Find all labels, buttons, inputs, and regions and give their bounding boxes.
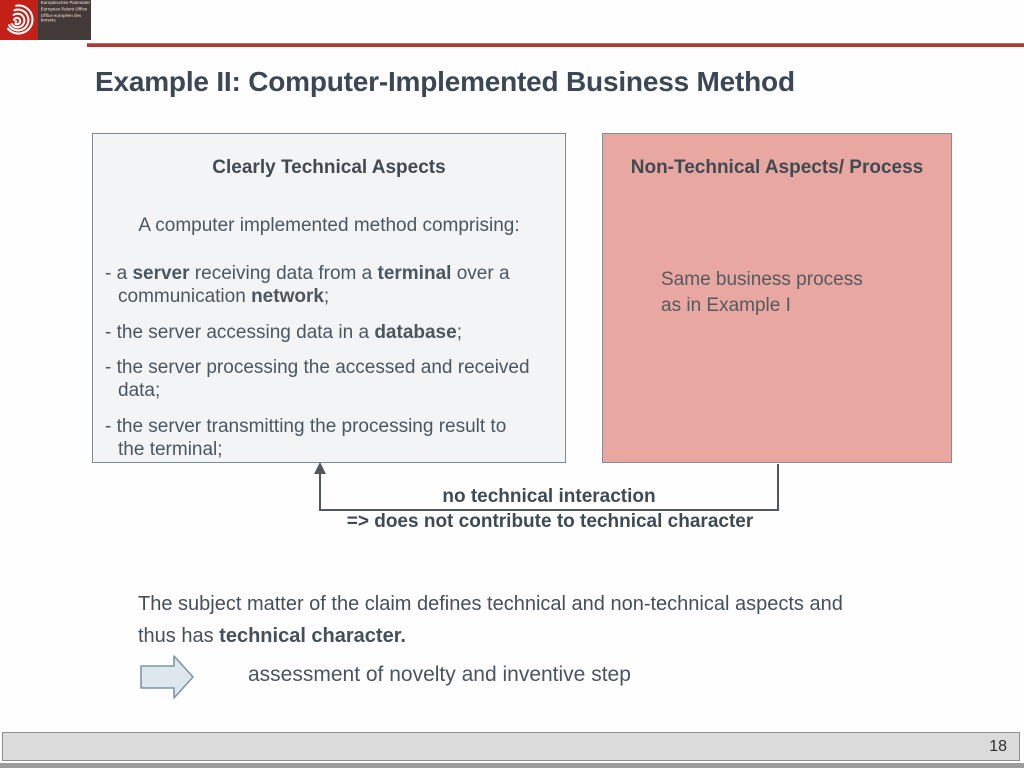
claim-bullet: - a server receiving data from a termina… — [105, 263, 510, 307]
no-interaction-connector — [314, 462, 779, 511]
epo-spiral-icon — [3, 4, 34, 35]
connector-label-line1: no technical interaction — [442, 486, 656, 507]
right-block-arrow-icon — [140, 655, 194, 699]
assessment-text: assessment of novelty and inventive step — [248, 663, 631, 686]
epo-org-name-de: Europäisches Patentamt — [40, 1, 90, 6]
technical-aspects-heading: Clearly Technical Aspects — [212, 157, 446, 178]
epo-org-name-fr: Office européen des brevets — [40, 13, 82, 23]
connector-label-line2: => does not contribute to technical char… — [346, 511, 754, 532]
claim-bullet: - the server accessing data in a databas… — [105, 321, 462, 343]
claim-bullets: - a server receiving data from a termina… — [93, 263, 565, 462]
conclusion-text: The subject matter of the claim defines … — [138, 593, 843, 647]
non-technical-aspects-body: Same business process as in Example I — [661, 269, 863, 316]
non-technical-aspects-heading: Non-Technical Aspects/ Process — [630, 157, 924, 178]
non-technical-aspects-box: Non-Technical Aspects/ Process Same busi… — [602, 133, 952, 463]
page-number: 18 — [989, 738, 1007, 755]
claim-intro: A computer implemented method comprising… — [138, 215, 520, 236]
claim-bullet: - the server processing the accessed and… — [105, 357, 530, 402]
technical-aspects-box: Clearly Technical Aspects A computer imp… — [92, 133, 566, 463]
epo-logo — [0, 0, 38, 40]
footer-bar: 18 — [2, 732, 1020, 761]
slide-title: Example II: Computer-Implemented Busines… — [95, 66, 795, 97]
header-rule — [87, 43, 1024, 47]
epo-logo-textbox: Europäisches Patentamt European Patent O… — [38, 0, 91, 40]
claim-bullet: - the server transmitting the processing… — [105, 415, 507, 460]
footer-strip — [0, 763, 1024, 768]
epo-org-name-en: European Patent Office — [40, 7, 88, 12]
